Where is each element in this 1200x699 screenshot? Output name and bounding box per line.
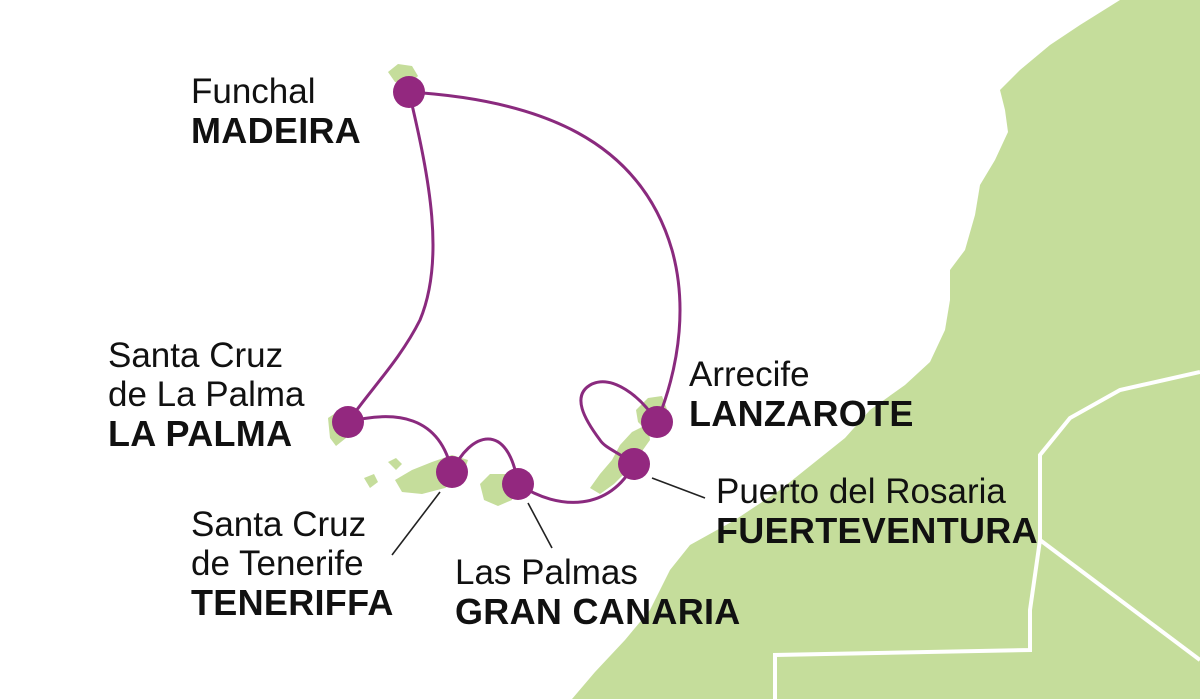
city-name: Las Palmas [455, 553, 638, 592]
route-lapalma-tenerife [347, 415, 454, 473]
stop-marker-lapalma[interactable] [332, 406, 364, 438]
label-la-palma: Santa Cruz de La Palma LA PALMA [108, 336, 305, 455]
route-madeira-lanzarote [408, 90, 682, 423]
island-la-gomera [388, 458, 402, 470]
island-el-hierro [364, 474, 378, 488]
stop-marker-lanzarote[interactable] [641, 406, 673, 438]
city-name: Santa Cruz [108, 336, 284, 375]
city-name: Funchal [191, 72, 316, 111]
leader-line-grancanaria [527, 502, 553, 549]
city-name: Santa Cruz [191, 505, 367, 544]
cruise-route [346, 90, 682, 504]
city-name: de La Palma [108, 375, 305, 415]
stop-marker-tenerife[interactable] [436, 456, 468, 488]
island-name: TENERIFFA [191, 582, 394, 624]
stop-marker-madeira[interactable] [393, 76, 425, 108]
leader-line-fuerteventura [651, 477, 706, 499]
stop-marker-fuerteventura[interactable] [618, 448, 650, 480]
label-gran-canaria: Las Palmas GRAN CANARIA [455, 553, 741, 633]
island-name: MADEIRA [191, 110, 362, 152]
city-name: Puerto del Rosaria [716, 472, 1006, 511]
island-name: FUERTEVENTURA [716, 510, 1038, 552]
route-fuerteventura-loop [579, 380, 659, 466]
label-fuerteventura: Puerto del Rosaria FUERTEVENTURA [716, 472, 1038, 552]
route-madeira-lapalma [346, 91, 435, 423]
label-madeira: Funchal MADEIRA [191, 72, 361, 152]
border-line [1038, 538, 1200, 662]
city-name: Arrecife [689, 355, 810, 394]
label-lanzarote: Arrecife LANZAROTE [689, 355, 914, 435]
city-name: de Tenerife [191, 544, 364, 584]
island-name: GRAN CANARIA [455, 591, 741, 633]
island-name: LANZAROTE [689, 393, 914, 435]
leader-line-tenerife [391, 491, 441, 556]
island-name: LA PALMA [108, 413, 293, 455]
stop-markers [332, 76, 673, 500]
route-grancanaria-fuerteventura [517, 463, 636, 504]
african-mainland [572, 0, 1200, 699]
leader-lines [391, 477, 706, 556]
label-tenerife: Santa Cruz de Tenerife TENERIFFA [191, 505, 394, 624]
stop-marker-grancanaria[interactable] [502, 468, 534, 500]
